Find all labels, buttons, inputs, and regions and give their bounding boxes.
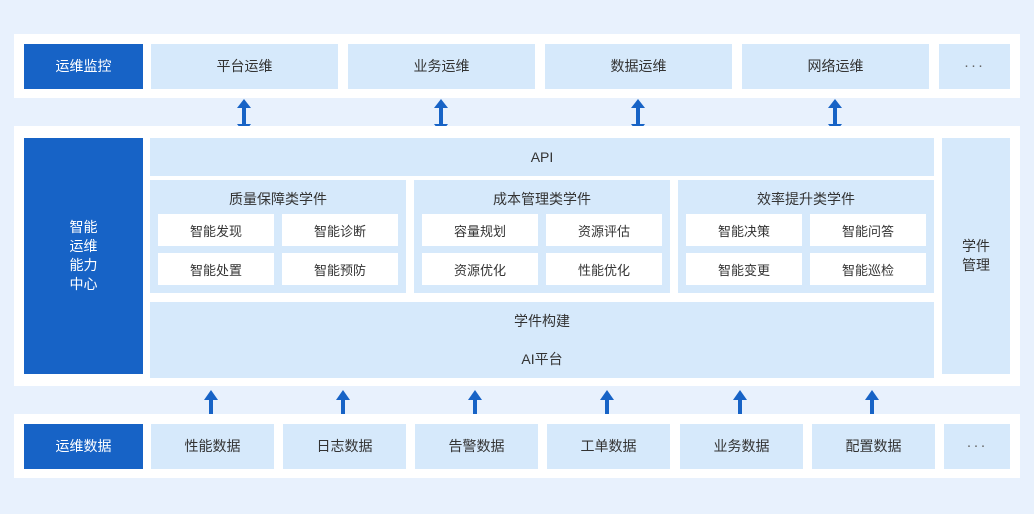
chip-intelligent-inspection[interactable]: 智能巡检 (810, 253, 926, 285)
data-item-alarm[interactable]: 告警数据 (415, 424, 538, 469)
ops-monitoring-label: 运维监控 (24, 44, 143, 89)
chip-intelligent-change[interactable]: 智能变更 (686, 253, 802, 285)
arrow-up-icon (731, 390, 749, 416)
chip-intelligent-prevention[interactable]: 智能预防 (282, 253, 398, 285)
group-title: 质量保障类学件 (229, 191, 327, 207)
chip-resource-assessment[interactable]: 资源评估 (546, 214, 662, 246)
top-item-more[interactable]: ··· (939, 44, 1010, 89)
arrow-up-icon (202, 390, 220, 416)
data-item-ticket[interactable]: 工单数据 (547, 424, 670, 469)
chip-intelligent-diagnosis[interactable]: 智能诊断 (282, 214, 398, 246)
group-quality-assurance: 质量保障类学件 智能发现 智能诊断 智能处置 智能预防 (150, 180, 406, 293)
chip-capacity-planning[interactable]: 容量规划 (422, 214, 538, 246)
chip-intelligent-decision[interactable]: 智能决策 (686, 214, 802, 246)
learnware-management-label: 学件 管理 (942, 138, 1010, 374)
api-bar[interactable]: API (150, 138, 934, 176)
top-item-network-ops[interactable]: 网络运维 (742, 44, 929, 89)
top-item-data-ops[interactable]: 数据运维 (545, 44, 732, 89)
arrow-up-icon (466, 390, 484, 416)
ops-data-label: 运维数据 (24, 424, 143, 469)
arrow-up-icon (334, 390, 352, 416)
data-item-business[interactable]: 业务数据 (680, 424, 803, 469)
chip-resource-optimization[interactable]: 资源优化 (422, 253, 538, 285)
data-item-performance[interactable]: 性能数据 (151, 424, 274, 469)
data-item-log[interactable]: 日志数据 (283, 424, 406, 469)
chip-intelligent-handling[interactable]: 智能处置 (158, 253, 274, 285)
data-item-configuration[interactable]: 配置数据 (812, 424, 935, 469)
top-item-business-ops[interactable]: 业务运维 (348, 44, 535, 89)
group-cost-management: 成本管理类学件 容量规划 资源评估 资源优化 性能优化 (414, 180, 670, 293)
chip-intelligent-discovery[interactable]: 智能发现 (158, 214, 274, 246)
chip-intelligent-qa[interactable]: 智能问答 (810, 214, 926, 246)
group-efficiency-improvement: 效率提升类学件 智能决策 智能问答 智能变更 智能巡检 (678, 180, 934, 293)
arrow-up-icon (863, 390, 881, 416)
arrow-up-icon (598, 390, 616, 416)
ai-platform-bar[interactable]: AI平台 (150, 340, 934, 378)
aiops-center-label: 智能 运维 能力 中心 (24, 138, 143, 374)
chip-performance-optimization[interactable]: 性能优化 (546, 253, 662, 285)
top-item-platform-ops[interactable]: 平台运维 (151, 44, 338, 89)
learnware-construction-bar[interactable]: 学件构建 (150, 302, 934, 340)
group-title: 效率提升类学件 (757, 191, 855, 207)
data-item-more[interactable]: ··· (944, 424, 1010, 469)
group-title: 成本管理类学件 (493, 191, 591, 207)
